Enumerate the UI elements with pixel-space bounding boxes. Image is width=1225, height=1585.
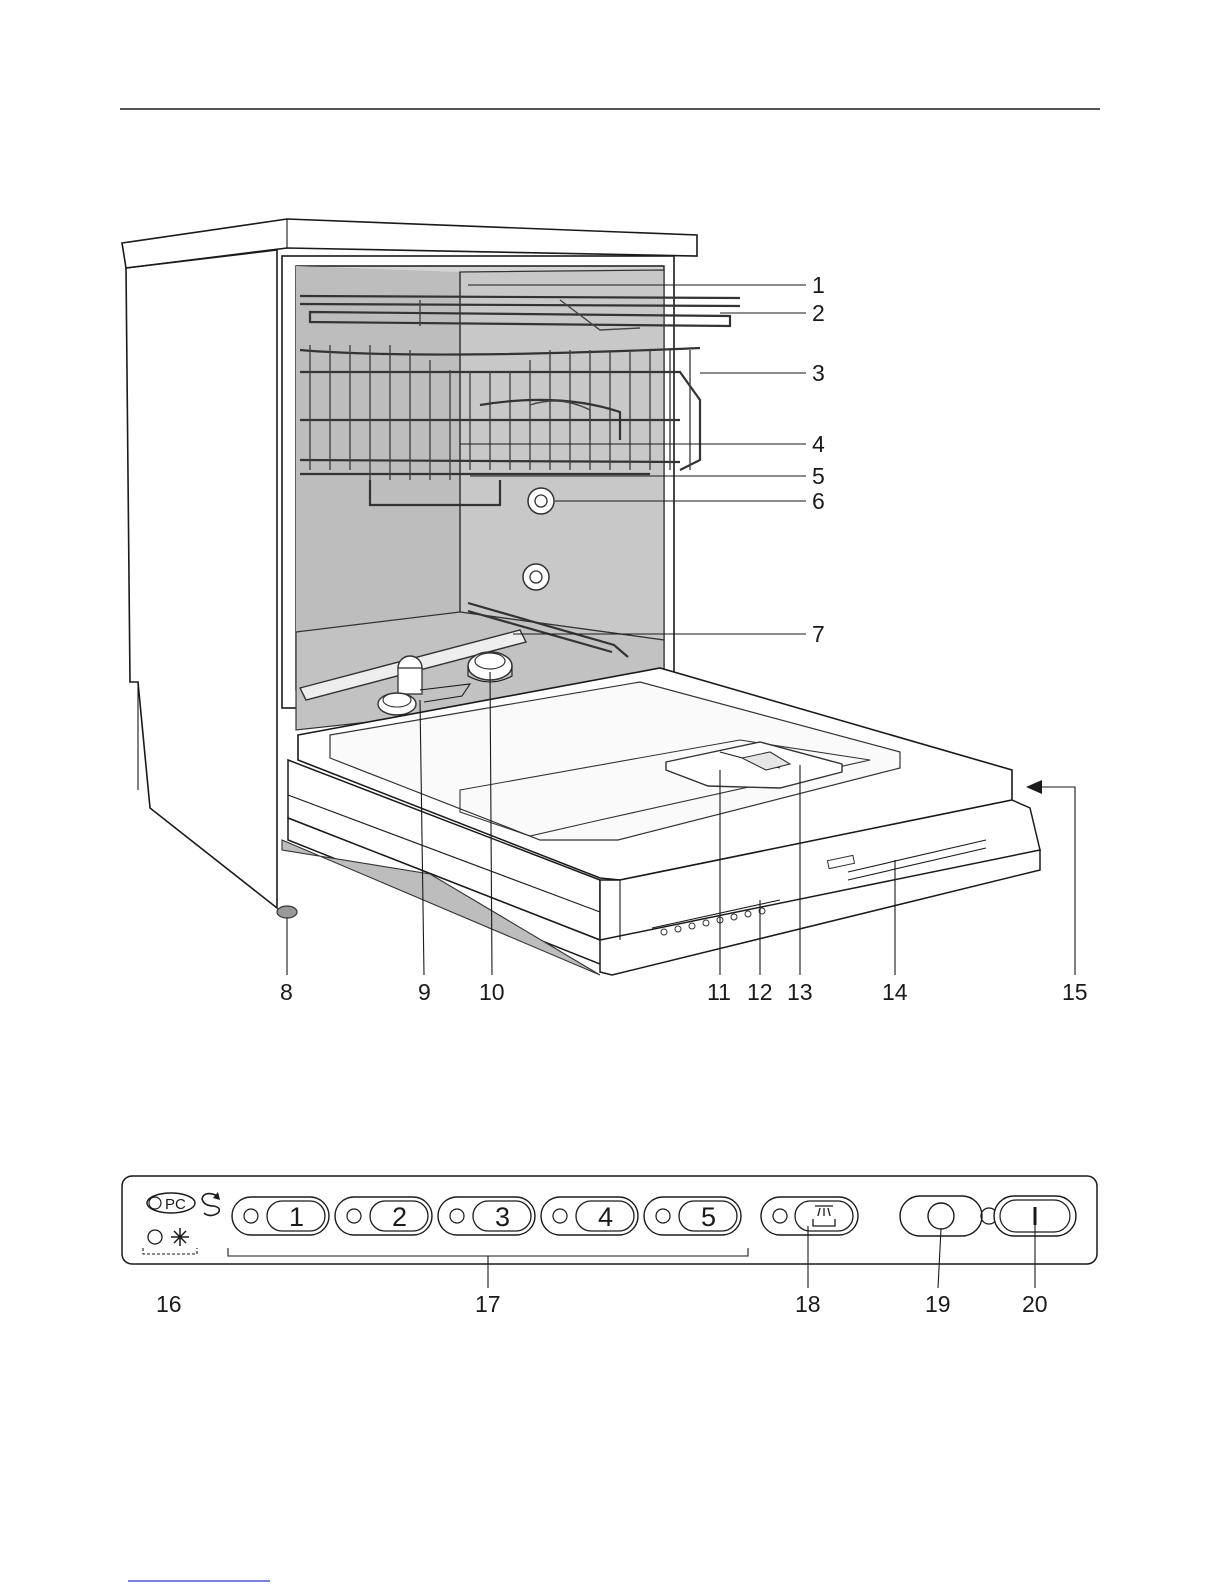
callout-13: 13 xyxy=(787,979,813,1005)
callout-20: 20 xyxy=(1022,1291,1048,1317)
callout-14: 14 xyxy=(882,979,908,1005)
program-button-3-label: 3 xyxy=(495,1202,510,1232)
dishwasher-illustration: 1 2 3 4 5 6 7 8 9 10 11 12 13 14 15 xyxy=(122,219,1088,1005)
callout-5: 5 xyxy=(812,463,825,489)
callout-8: 8 xyxy=(280,979,293,1005)
callout-9: 9 xyxy=(418,979,431,1005)
callout-4: 4 xyxy=(812,431,825,457)
callout-10: 10 xyxy=(479,979,505,1005)
callout-15: 15 xyxy=(1062,979,1088,1005)
callout-18: 18 xyxy=(795,1291,821,1317)
program-buttons: 1 2 3 4 xyxy=(232,1197,741,1235)
program-button-3[interactable]: 3 xyxy=(438,1197,535,1235)
callout-17: 17 xyxy=(475,1291,501,1317)
program-button-2[interactable]: 2 xyxy=(335,1197,432,1235)
callout-19: 19 xyxy=(925,1291,951,1317)
cabinet-foot xyxy=(277,906,297,918)
callout-6: 6 xyxy=(812,488,825,514)
cabinet-side xyxy=(126,250,277,908)
worktop xyxy=(122,219,697,268)
callout-2: 2 xyxy=(812,300,825,326)
program-button-1-label: 1 xyxy=(289,1202,304,1232)
spray-nozzle-lower xyxy=(523,564,549,590)
callout-7: 7 xyxy=(812,621,825,647)
callout-3: 3 xyxy=(812,360,825,386)
program-button-1[interactable]: 1 xyxy=(232,1197,329,1235)
callout-12: 12 xyxy=(747,979,773,1005)
arrow-15-head xyxy=(1026,780,1042,794)
program-button-4[interactable]: 4 xyxy=(541,1197,638,1235)
panel-callout-labels: 16 17 18 19 20 xyxy=(156,1291,1048,1317)
program-button-5[interactable]: 5 xyxy=(644,1197,741,1235)
callout-1: 1 xyxy=(812,272,825,298)
callout-11: 11 xyxy=(707,979,731,1005)
pc-label: PC xyxy=(165,1196,186,1213)
program-button-2-label: 2 xyxy=(392,1202,407,1232)
delay-start-button[interactable] xyxy=(761,1197,858,1235)
program-button-4-label: 4 xyxy=(598,1202,613,1232)
spray-nozzle-upper xyxy=(528,488,554,514)
callout-16: 16 xyxy=(156,1291,182,1317)
program-button-5-label: 5 xyxy=(701,1202,716,1232)
control-panel: PC 1 2 xyxy=(122,1176,1097,1317)
